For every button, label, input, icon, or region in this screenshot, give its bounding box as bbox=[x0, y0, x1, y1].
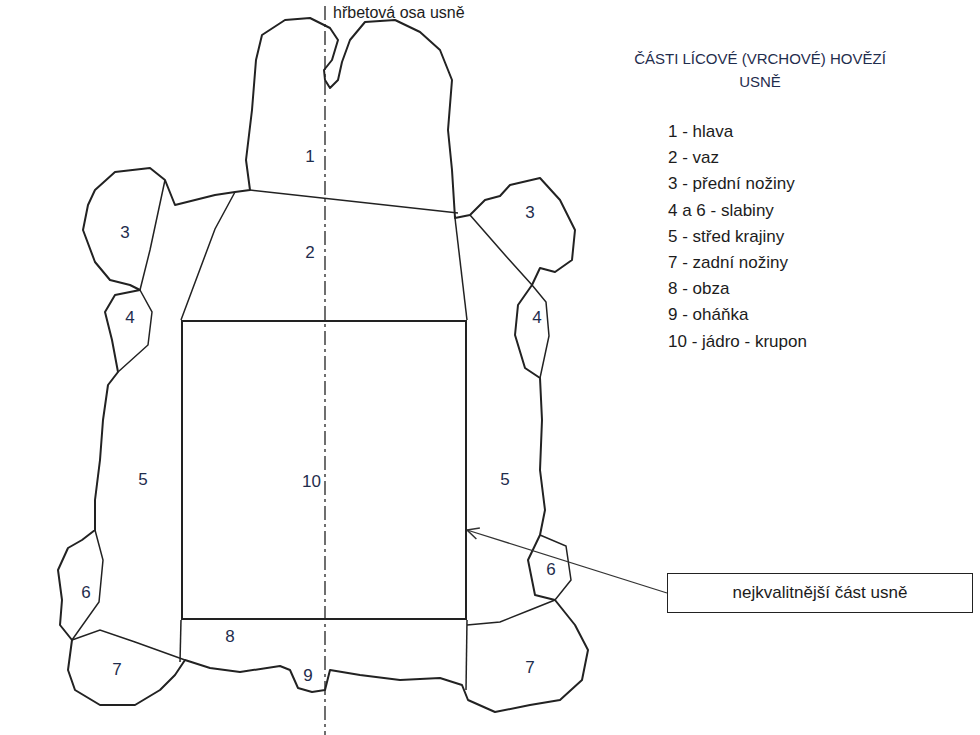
axis-label: hřbetová osa usně bbox=[333, 3, 465, 22]
legend-entry: 3 - přední nožiny bbox=[668, 174, 795, 194]
pointer-arrow bbox=[467, 530, 667, 593]
callout-number: 5 bbox=[138, 470, 147, 490]
dorsal-axis bbox=[324, 6, 325, 735]
legend-entry: 4 a 6 - slabiny bbox=[668, 200, 774, 220]
foreleg-border bbox=[140, 180, 165, 290]
legend-entry: 2 - vaz bbox=[668, 148, 719, 168]
legend-entry: 1 - hlava bbox=[668, 122, 733, 142]
core-region: 10 bbox=[181, 320, 467, 620]
hindleg-border bbox=[467, 600, 555, 625]
legend-heading: ČÁSTI LÍCOVÉ (VRCHOVÉ) HOVĚZÍ USNĚ bbox=[630, 48, 890, 93]
legend-entry: 7 - zadní nožiny bbox=[668, 253, 788, 273]
callout-number: 5 bbox=[500, 470, 509, 490]
flank-border bbox=[118, 290, 152, 372]
callout-number: 9 bbox=[303, 666, 312, 686]
callout-number: 8 bbox=[225, 627, 234, 647]
callout-number: 6 bbox=[546, 560, 555, 580]
callout-number: 1 bbox=[305, 147, 314, 167]
callout-number: 3 bbox=[525, 203, 534, 223]
callout-number: 4 bbox=[125, 308, 134, 328]
head-border bbox=[250, 190, 458, 213]
region-borders bbox=[72, 180, 571, 690]
callout-number: 3 bbox=[120, 223, 129, 243]
hindleg-border bbox=[72, 630, 185, 660]
callout-number: 7 bbox=[525, 658, 534, 678]
callout-box: nejkvalitnější část usně bbox=[667, 573, 973, 613]
legend-entry: 5 - střed krajiny bbox=[668, 227, 784, 247]
neck-border bbox=[455, 218, 467, 320]
hide-outline bbox=[58, 18, 588, 712]
legend-entry: 10 - jádro - krupon bbox=[668, 331, 807, 351]
neck-border bbox=[181, 192, 235, 320]
callout-number: 4 bbox=[532, 308, 541, 328]
region-number: 10 bbox=[302, 472, 321, 492]
legend-entry: 9 - oháňka bbox=[668, 305, 748, 325]
callout-number: 2 bbox=[305, 243, 314, 263]
belly-border bbox=[466, 620, 467, 690]
callout-number: 6 bbox=[81, 583, 90, 603]
flank-border bbox=[540, 535, 571, 600]
belly-border bbox=[180, 620, 181, 662]
callout-text: nejkvalitnější část usně bbox=[733, 583, 908, 603]
foreleg-border bbox=[470, 215, 532, 285]
flank-border bbox=[532, 285, 549, 378]
callout-number: 7 bbox=[112, 660, 121, 680]
flank-border bbox=[72, 530, 103, 640]
legend-entry: 8 - obza bbox=[668, 279, 729, 299]
